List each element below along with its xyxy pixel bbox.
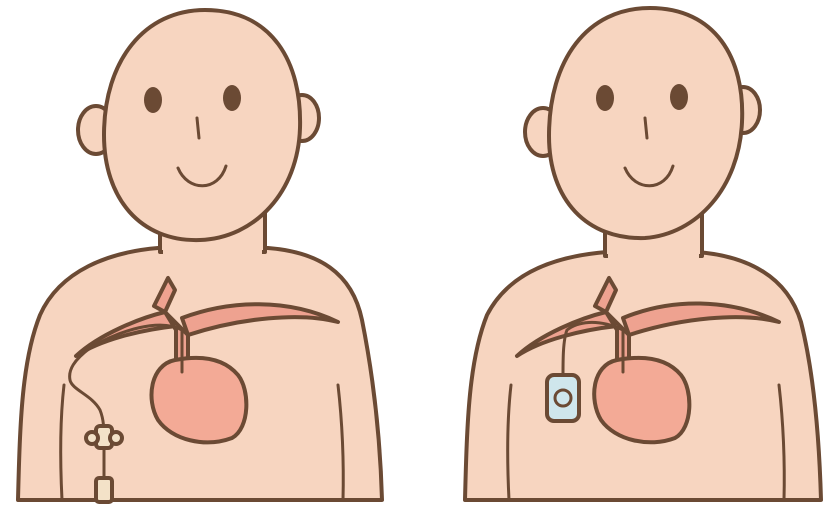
catheter-cap — [96, 478, 112, 502]
left-eye — [596, 85, 614, 111]
right-eye — [670, 84, 688, 110]
head — [104, 10, 300, 240]
neck-mask — [608, 238, 699, 260]
heart — [151, 358, 246, 442]
right-eye — [223, 85, 241, 111]
left-eye — [144, 87, 162, 113]
implanted-port — [547, 375, 579, 421]
nose — [197, 118, 199, 138]
nose — [645, 118, 647, 138]
figure-implanted-port — [417, 0, 834, 510]
figure-tunneled-catheter — [0, 0, 417, 510]
heart — [594, 358, 689, 442]
